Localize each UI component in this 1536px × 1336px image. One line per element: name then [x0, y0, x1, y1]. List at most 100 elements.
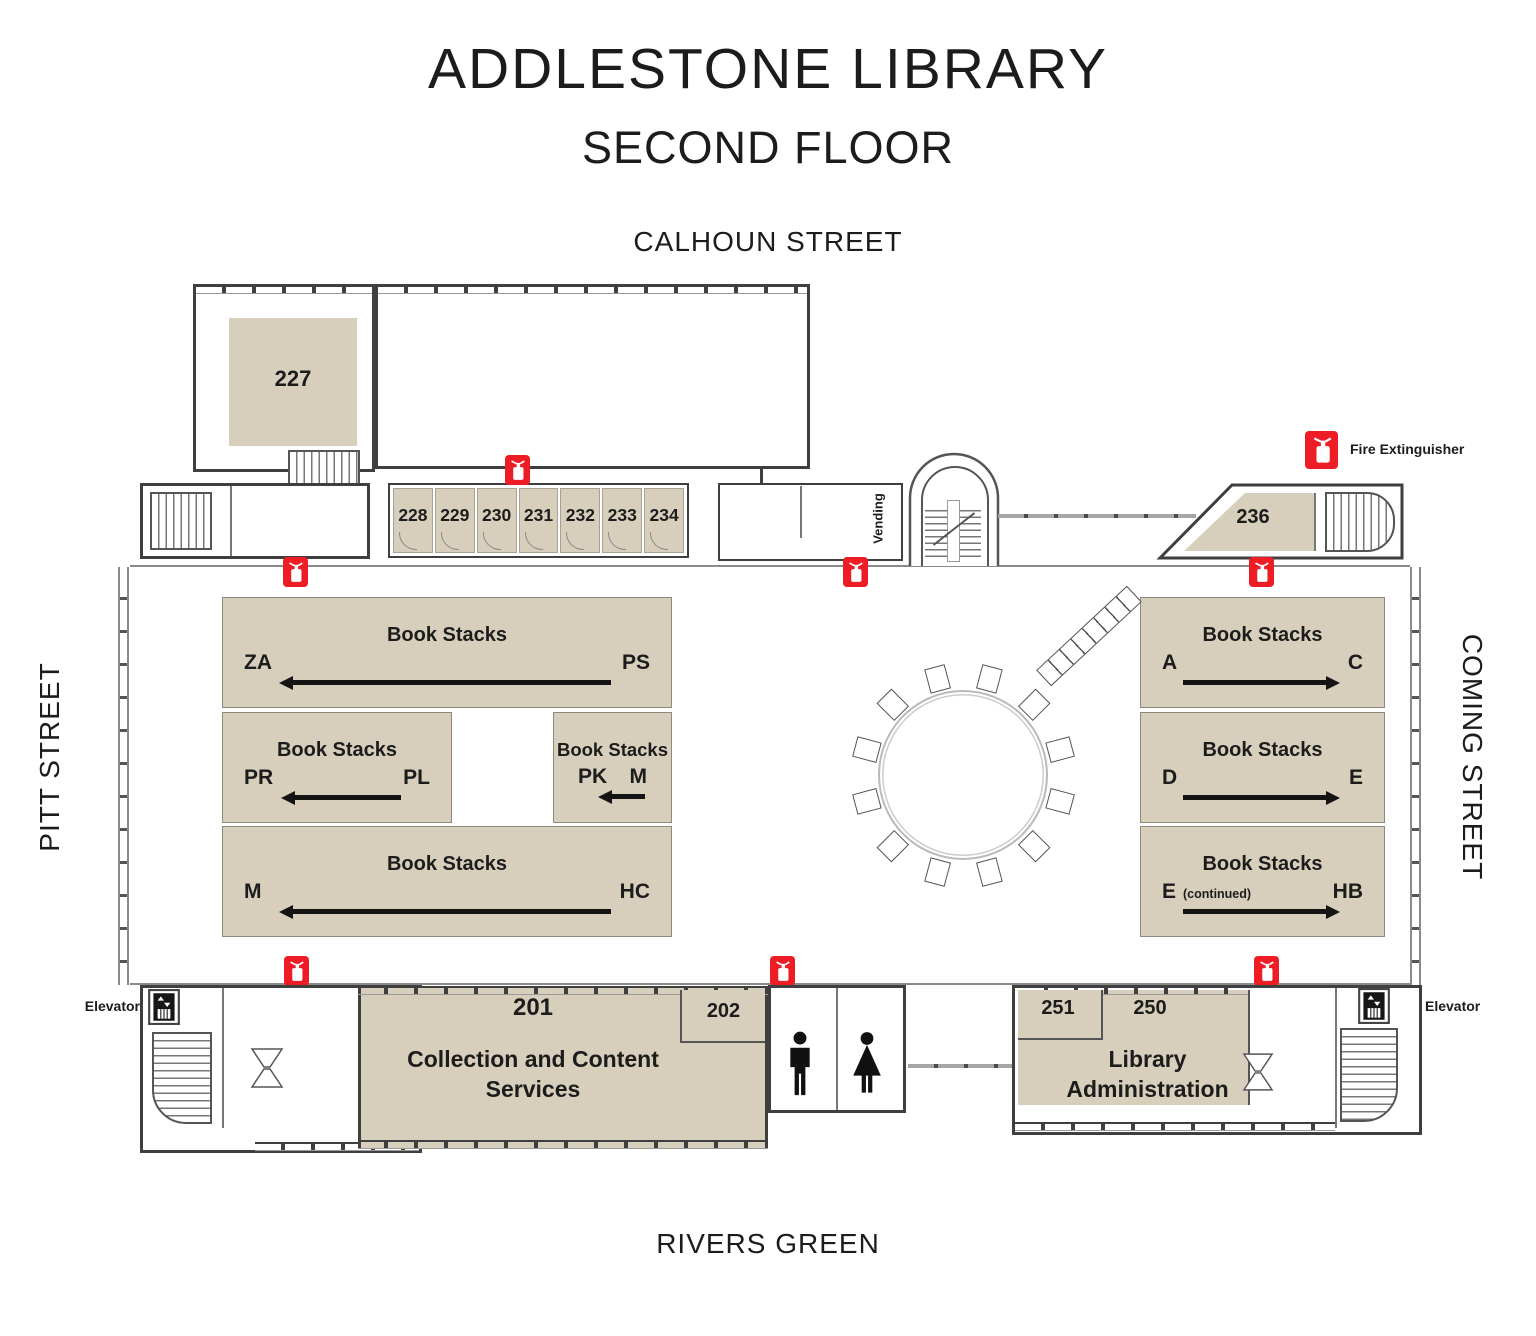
pier-wall — [196, 285, 372, 294]
book-stack-e-hb: Book Stacks E(continued) HB — [1140, 826, 1385, 937]
room-229: 229 — [434, 488, 475, 553]
street-label-calhoun: CALHOUN STREET — [633, 226, 903, 257]
stairs — [1325, 492, 1395, 552]
window-wall-right — [1410, 567, 1421, 985]
book-stack-za-ps: Book Stacks ZA PS — [222, 597, 672, 708]
room-250-number: 250 — [1133, 997, 1167, 1019]
main-wall-top — [130, 565, 1410, 567]
stack-arrow-left — [598, 789, 645, 804]
stack-from: E — [1162, 880, 1177, 903]
room-234: 234 — [644, 488, 685, 553]
room-228-label: 228 — [398, 505, 428, 525]
chair — [852, 788, 882, 815]
railing — [908, 1064, 1012, 1068]
wall-segment — [760, 466, 763, 488]
stack-from: A — [1162, 651, 1178, 674]
room-234-label: 234 — [649, 505, 679, 525]
stack-to: HC — [619, 880, 650, 903]
stack-to: E — [1348, 766, 1363, 789]
book-stack-d-e: Book Stacks D E — [1140, 712, 1385, 823]
fire-extinguisher-legend-label: Fire Extinguisher — [1350, 441, 1465, 457]
book-stack-title: Book Stacks — [1202, 853, 1323, 875]
room-233: 233 — [602, 488, 643, 553]
stack-from: D — [1162, 766, 1178, 789]
elevator-icon — [148, 989, 180, 1025]
fire-extinguisher-icon — [1254, 956, 1279, 986]
stairs — [152, 1032, 212, 1124]
vending-label: Vending — [870, 493, 886, 544]
book-stack-title: Book Stacks — [1202, 624, 1323, 646]
stack-from: PK — [578, 765, 608, 788]
stack-to: HB — [1332, 880, 1363, 903]
elevator-left-label: Elevator — [84, 998, 140, 1014]
stack-arrow-left — [279, 675, 611, 690]
room-233-label: 233 — [607, 505, 637, 525]
room-202 — [680, 990, 765, 1043]
room-232-label: 232 — [565, 505, 595, 525]
page-subtitle: SECOND FLOOR — [581, 122, 955, 173]
chair — [924, 857, 951, 887]
diagonal-stairs — [1036, 585, 1142, 687]
room-236-label: 236 — [1236, 506, 1270, 528]
room-250-name: Library Administration — [1066, 1046, 1229, 1102]
double-door-icon — [250, 1048, 284, 1088]
room-231: 231 — [518, 488, 559, 553]
room-231-label: 231 — [523, 505, 554, 525]
room-232: 232 — [560, 488, 601, 553]
stairs — [150, 492, 212, 550]
fire-extinguisher-icon — [1305, 431, 1338, 469]
round-table — [878, 690, 1048, 860]
stack-arrow-left — [279, 904, 611, 919]
stack-from: M — [244, 880, 262, 903]
stack-to: PS — [621, 651, 650, 674]
stack-from: PR — [244, 766, 274, 789]
double-door-icon — [1242, 1053, 1274, 1091]
male-restroom-icon — [790, 1031, 810, 1096]
wall-segment — [230, 486, 232, 556]
book-stack-title: Book Stacks — [556, 739, 669, 760]
fire-extinguisher-icon — [1249, 557, 1274, 587]
room-251-label: 251 — [1041, 997, 1075, 1019]
room-227-label: 227 — [274, 366, 312, 391]
stack-to: M — [629, 765, 648, 788]
book-stack-title: Book Stacks — [386, 624, 508, 646]
room-230: 230 — [476, 488, 517, 553]
room-201-name: Collection and Content Services — [407, 1046, 659, 1102]
window-wall-left — [118, 567, 129, 985]
stack-from: ZA — [244, 651, 272, 674]
pier-wall — [255, 1142, 419, 1151]
stack-arrow-right — [1183, 790, 1340, 805]
fire-extinguisher-icon — [283, 557, 308, 587]
elevator-right-label: Elevator — [1425, 998, 1481, 1014]
chair — [976, 664, 1003, 694]
book-stack-title: Book Stacks — [1202, 739, 1323, 761]
chair — [924, 664, 951, 694]
street-label-coming: COMING STREET — [1457, 633, 1488, 881]
fire-extinguisher-icon — [770, 956, 795, 986]
wall-segment — [1335, 988, 1337, 1128]
wall-segment — [800, 486, 802, 538]
room-228: 228 — [393, 488, 433, 553]
vending-area — [718, 483, 903, 561]
stack-arrow-left — [281, 790, 401, 805]
wall-segment — [836, 988, 838, 1110]
wall-segment — [222, 988, 224, 1128]
pier-wall — [1015, 1122, 1335, 1131]
stack-from-group: E(continued) — [1162, 880, 1251, 904]
stack-arrow-right — [1183, 904, 1340, 919]
stairs — [288, 450, 360, 488]
book-stack-title: Book Stacks — [276, 739, 398, 761]
fire-extinguisher-icon — [284, 956, 309, 986]
stack-to: C — [1347, 651, 1363, 674]
stairs — [1340, 1028, 1398, 1122]
room-202-label: 202 — [706, 1000, 741, 1022]
stack-range: PK M — [554, 765, 671, 789]
room-row-228-234: 228 229 230 231 232 233 234 — [388, 483, 689, 558]
chair — [976, 857, 1003, 887]
chair — [852, 736, 882, 763]
pier-wall — [1018, 986, 1248, 995]
chair — [1045, 788, 1075, 815]
